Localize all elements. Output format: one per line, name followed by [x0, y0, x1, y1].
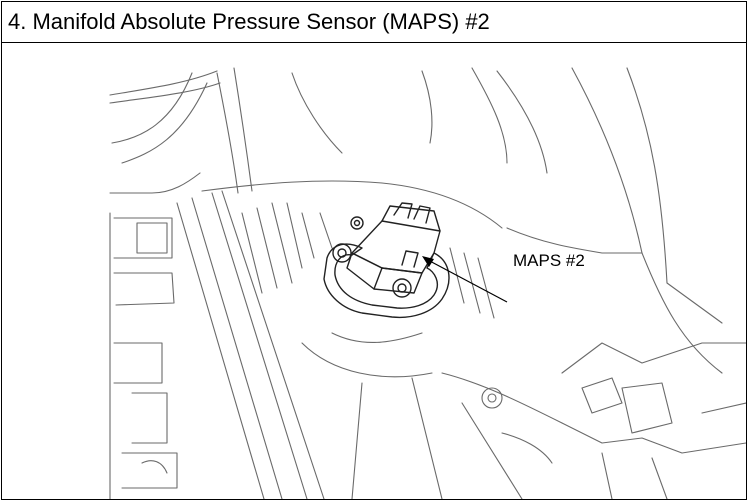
- lower-curve: [441, 372, 563, 424]
- left-bracket: [113, 272, 175, 306]
- hatch-line: [256, 207, 278, 289]
- sensor-bolt-right: [397, 283, 407, 293]
- housing-outline: [109, 82, 221, 104]
- housing-edge: [109, 172, 201, 194]
- sensor-connector-tab: [393, 202, 413, 219]
- right-lower-edge: [561, 422, 746, 454]
- title-bar: 4. Manifold Absolute Pressure Sensor (MA…: [2, 2, 746, 43]
- sweep-curve: [291, 72, 343, 154]
- lower-bolt-shape: [487, 393, 497, 403]
- vertical-shaft: [233, 67, 253, 192]
- leader-line: [425, 258, 508, 303]
- vertical-shaft: [216, 72, 239, 194]
- diagonal-rail: [191, 197, 283, 499]
- sweep-curve: [421, 70, 433, 144]
- diagonal-rail: [176, 202, 265, 499]
- ledge-line: [506, 227, 643, 254]
- left-bracket: [113, 342, 163, 384]
- maps-2-callout-label: MAPS #2: [513, 251, 585, 270]
- right-body-curve: [641, 252, 723, 374]
- lower-line: [351, 382, 363, 499]
- sensor-bolt-left: [332, 243, 352, 263]
- hatch-line: [301, 212, 315, 259]
- maps-sensor-assembly: [323, 202, 450, 319]
- diagonal-rail: [211, 192, 308, 499]
- hatch-line: [319, 212, 333, 249]
- right-lower-edge: [561, 342, 746, 374]
- left-bracket: [121, 452, 178, 489]
- right-lower-line: [701, 402, 746, 414]
- housing-outline: [109, 70, 218, 96]
- document-title: 4. Manifold Absolute Pressure Sensor (MA…: [8, 9, 490, 34]
- left-curve: [141, 460, 168, 474]
- sensor-body: [351, 220, 441, 274]
- sensor-flange: [323, 243, 450, 319]
- housing-rib: [111, 72, 193, 144]
- ledge-line: [201, 180, 503, 229]
- housing-rib: [121, 82, 208, 164]
- right-body-curve: [626, 67, 668, 284]
- right-lower-line: [651, 457, 668, 499]
- right-body-curve: [571, 67, 643, 254]
- sensor-connector-tab: [413, 205, 431, 224]
- sensor-body-side: [346, 252, 383, 290]
- background-linework: [109, 67, 746, 499]
- sensor-bolt-right: [392, 278, 412, 298]
- mount-curve: [331, 332, 423, 343]
- right-lower-block: [581, 377, 623, 414]
- lower-curve: [501, 432, 553, 464]
- right-lower-line: [601, 452, 613, 499]
- left-bracket-inner: [136, 222, 168, 254]
- right-lower-block: [621, 382, 673, 434]
- diagram-svg: [109, 67, 746, 499]
- lower-bolt-shape: [481, 387, 503, 409]
- left-bracket: [113, 217, 173, 259]
- sensor-bolt-left: [337, 248, 347, 258]
- sensor-port: [401, 250, 419, 268]
- diagonal-rail: [221, 190, 325, 499]
- sweep-curve: [471, 67, 508, 164]
- maps-callout-leader: [422, 256, 508, 303]
- hatch-line: [241, 212, 263, 294]
- nearby-bolt: [350, 216, 364, 230]
- engine-line-drawing: [2, 43, 746, 499]
- nearby-bolt: [353, 219, 361, 227]
- hatch-line: [477, 257, 495, 319]
- sensor-connector: [381, 205, 441, 232]
- hatch-line: [271, 202, 293, 284]
- leader-arrowhead: [422, 256, 434, 267]
- right-body-line: [666, 282, 723, 324]
- left-bracket: [131, 392, 168, 444]
- lower-line: [461, 402, 523, 499]
- hatch-line: [286, 202, 303, 269]
- lower-line: [411, 377, 443, 499]
- mount-curve: [301, 342, 433, 378]
- sweep-curve: [496, 70, 548, 174]
